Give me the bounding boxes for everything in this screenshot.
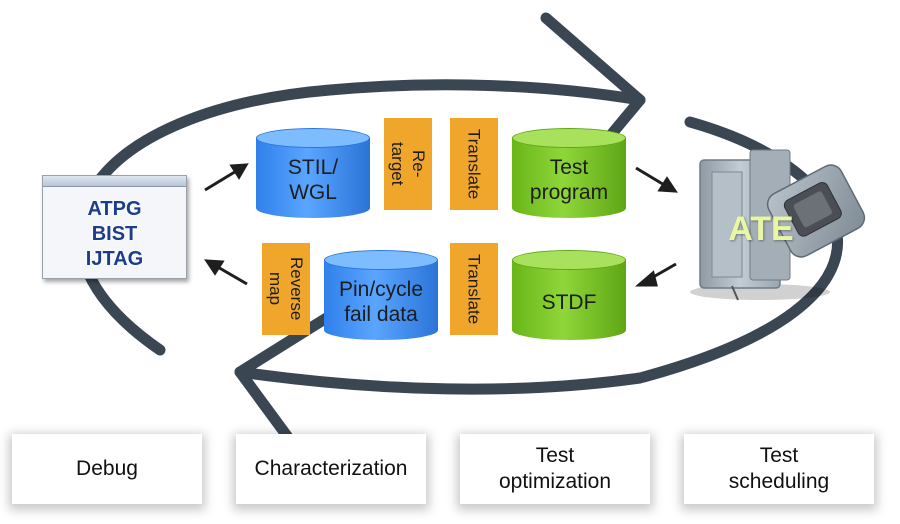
arrow-program-to-ate-head (657, 176, 678, 193)
stdf-cylinder: STDF (512, 250, 626, 340)
ate-label: ATE (728, 210, 794, 248)
test-program-label: Test program (529, 156, 609, 204)
tool-label-ijtag: IJTAG (85, 247, 144, 270)
retarget-label: Re- target (388, 142, 428, 186)
arrow-ate-to-stdf-head (634, 270, 658, 287)
flow-arrows (204, 163, 678, 287)
arrow-reverse-to-tool-head (204, 259, 225, 276)
arrow-tool-to-stil-head (229, 163, 249, 180)
tool-label-atpg: ATPG (87, 197, 142, 220)
arrow-tool-to-stil (204, 168, 239, 192)
translate-bottom-label: Translate (464, 253, 484, 325)
card-characterization: Characterization (236, 434, 426, 504)
reverse-map-label: Reverse map (266, 257, 306, 321)
tool-label-bist: BIST (91, 222, 138, 245)
translate-bottom-step: Translate (450, 243, 498, 335)
arrow-program-to-ate (635, 166, 667, 188)
arrow-reverse-to-tool (215, 264, 248, 286)
card-debug: Debug (12, 434, 202, 504)
fail-data-label: Pin/cycle fail data (338, 278, 424, 326)
retarget-step: Re- target (384, 118, 432, 210)
test-program-cylinder: Test program (512, 128, 626, 218)
translate-top-label: Translate (464, 128, 484, 200)
reverse-map-step: Reverse map (262, 243, 310, 335)
translate-top-step: Translate (450, 118, 498, 210)
test-equipment-icon (690, 149, 866, 301)
fail-data-cylinder: Pin/cycle fail data (324, 250, 438, 340)
card-test-scheduling: Test scheduling (684, 434, 874, 504)
stil-wgl-cylinder: STIL/ WGL (256, 128, 370, 218)
tool-label: ATPG BIST IJTAG (43, 190, 186, 278)
software-window-icon: ATPG BIST IJTAG (42, 175, 187, 279)
card-test-optimization: Test optimization (460, 434, 650, 504)
window-title-bar (43, 176, 186, 187)
stdf-label: STDF (541, 290, 597, 314)
stil-wgl-label: STIL/ WGL (287, 156, 339, 204)
